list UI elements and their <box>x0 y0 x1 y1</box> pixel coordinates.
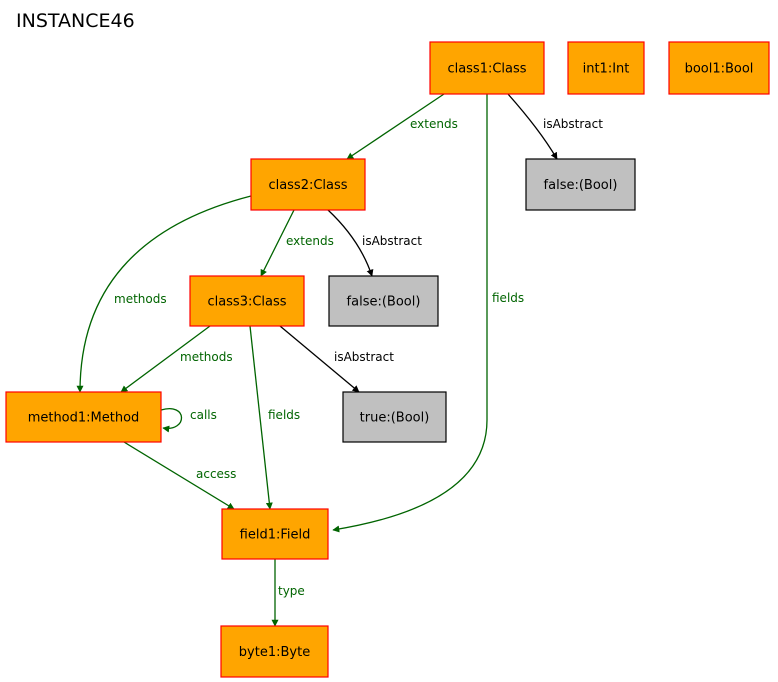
diagram-title: INSTANCE46 <box>16 10 135 32</box>
edge-class2-false2-isabstract <box>327 209 374 277</box>
node-box-class1 <box>429 41 545 95</box>
node-box-true1 <box>342 391 447 443</box>
node-label-class1: class1:Class <box>447 62 526 77</box>
node-bool1[interactable]: bool1:Bool <box>668 41 770 95</box>
node-method1[interactable]: method1:Method <box>5 391 162 443</box>
node-label-class2: class2:Class <box>268 178 347 193</box>
node-label-byte1: byte1:Byte <box>239 645 310 660</box>
node-box-int1 <box>567 41 645 95</box>
node-box-byte1 <box>220 625 329 678</box>
edge-class1-class2-extends <box>346 93 445 160</box>
edge-class3-true1-isabstract <box>279 325 360 393</box>
node-box-field1 <box>221 508 329 560</box>
node-label-class3: class3:Class <box>207 295 286 310</box>
node-label-field1: field1:Field <box>240 528 311 543</box>
edge-class2-class3-extends <box>260 209 295 277</box>
edge-class1-false1-isabstract <box>507 93 558 160</box>
edge-label-class1-field1: fields <box>492 291 524 305</box>
edge-label-class3-field1: fields <box>268 408 300 422</box>
node-false1[interactable]: false:(Bool) <box>525 158 636 211</box>
edge-label-class2-method1: methods <box>114 292 167 306</box>
node-byte1[interactable]: byte1:Byte <box>220 625 329 678</box>
edge-label-method1-method1: calls <box>190 408 217 422</box>
node-box-class2 <box>250 158 366 211</box>
edge-label-class2-false2: isAbstract <box>362 234 422 248</box>
edge-class3-field1-fields <box>249 325 273 510</box>
node-label-false2: false:(Bool) <box>347 295 421 310</box>
edge-method1-method1-calls <box>160 408 183 433</box>
node-class3[interactable]: class3:Class <box>189 275 305 327</box>
node-false2[interactable]: false:(Bool) <box>328 275 439 327</box>
node-class1[interactable]: class1:Class <box>429 41 545 95</box>
edge-class3-method1-methods <box>120 325 211 393</box>
node-class2[interactable]: class2:Class <box>250 158 366 211</box>
edge-label-class3-true1: isAbstract <box>334 350 394 364</box>
edge-label-field1-byte1: type <box>278 584 305 598</box>
edge-class1-field1-fields <box>332 94 488 533</box>
edge-method1-field1-access <box>123 441 235 510</box>
node-true1[interactable]: true:(Bool) <box>342 391 447 443</box>
node-label-int1: int1:Int <box>583 62 630 77</box>
edge-label-class1-false1: isAbstract <box>543 117 603 131</box>
edge-label-class1-class2: extends <box>410 117 458 131</box>
node-label-method1: method1:Method <box>28 411 140 426</box>
node-label-true1: true:(Bool) <box>360 411 430 426</box>
node-box-method1 <box>5 391 162 443</box>
node-box-bool1 <box>668 41 770 95</box>
node-box-false2 <box>328 275 439 327</box>
node-label-false1: false:(Bool) <box>544 178 618 193</box>
node-int1[interactable]: int1:Int <box>567 41 645 95</box>
node-box-false1 <box>525 158 636 211</box>
edge-label-class2-class3: extends <box>286 234 334 248</box>
node-box-class3 <box>189 275 305 327</box>
node-label-bool1: bool1:Bool <box>685 62 754 77</box>
edge-label-method1-field1: access <box>196 467 236 481</box>
edge-label-class3-method1: methods <box>180 350 233 364</box>
node-field1[interactable]: field1:Field <box>221 508 329 560</box>
edge-class2-method1-methods <box>76 195 252 393</box>
